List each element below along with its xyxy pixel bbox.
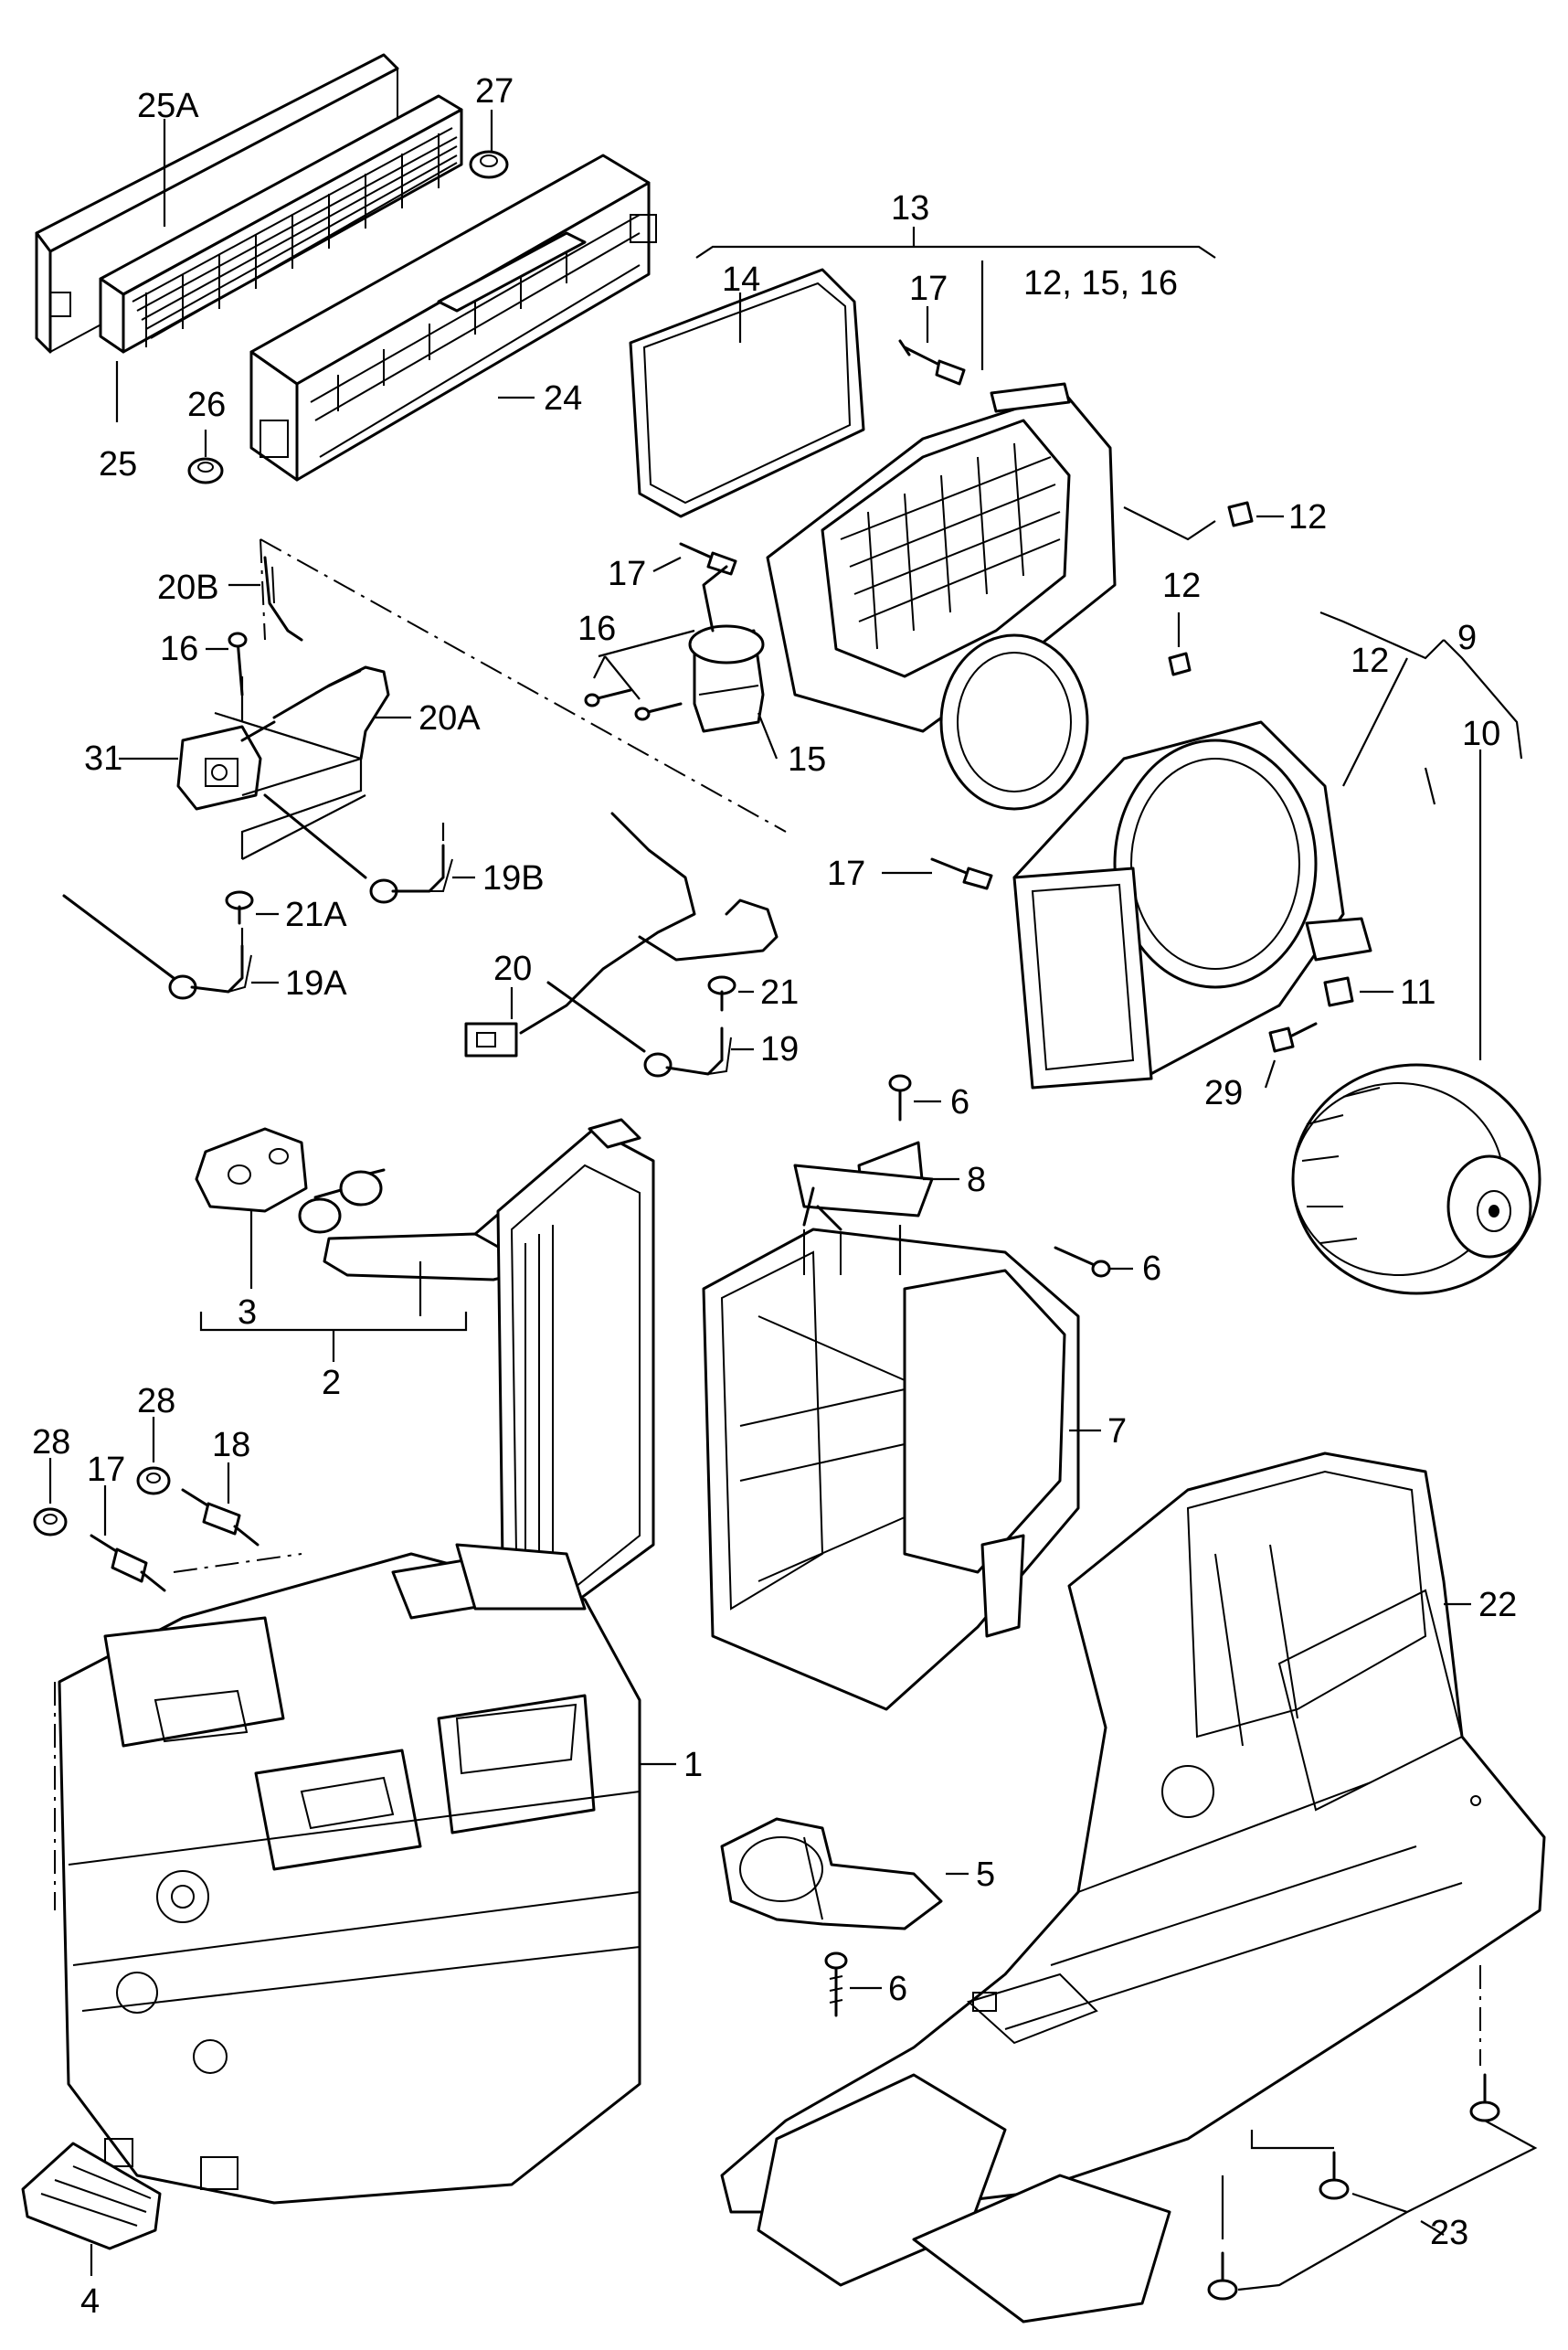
callout-17-c: 17	[827, 855, 865, 893]
callout-1: 1	[683, 1746, 703, 1784]
screw-17-lower	[90, 1534, 166, 1592]
callout-9: 9	[1457, 619, 1477, 657]
callout-12-c: 12	[1351, 642, 1389, 680]
sensor-20A	[272, 665, 390, 760]
callout-25A: 25A	[137, 87, 199, 125]
callout-14: 14	[722, 261, 760, 299]
seal-3	[195, 1127, 308, 1213]
callout-19: 19	[760, 1030, 799, 1069]
blower-motor-10	[1291, 1063, 1542, 1295]
callout-19A: 19A	[285, 964, 347, 1003]
sensor-19B	[263, 793, 453, 904]
callout-15: 15	[788, 740, 826, 779]
callout-6-bottom: 6	[888, 1970, 907, 2008]
callout-6-top: 6	[950, 1083, 969, 1122]
callout-19B: 19B	[482, 859, 545, 898]
callout-29: 29	[1204, 1074, 1243, 1112]
screw-23-mid	[1319, 2151, 1350, 2200]
screw-16-b	[634, 702, 683, 721]
nut-26	[187, 457, 224, 484]
floor-air-duct-22	[720, 1451, 1546, 2323]
evaporator-housing	[766, 382, 1117, 811]
callout-18: 18	[212, 1426, 250, 1464]
heater-core-radiator	[496, 1118, 655, 1611]
callout-24: 24	[544, 379, 582, 418]
nut-28-left	[33, 1507, 68, 1537]
screw-18	[181, 1488, 260, 1547]
callout-12-b: 12	[1162, 567, 1201, 605]
sensor-19	[546, 981, 732, 1078]
grommet-21	[707, 975, 736, 1012]
nut-27	[469, 150, 509, 179]
callout-12-15-16: 12, 15, 16	[1023, 264, 1178, 303]
flap-8	[793, 1141, 934, 1231]
screw-23-left	[1207, 2251, 1238, 2301]
callout-28-right: 28	[137, 1382, 175, 1420]
sensor-19A	[62, 894, 252, 1000]
callout-3: 3	[238, 1293, 257, 1332]
callout-25: 25	[99, 445, 137, 484]
callout-31: 31	[84, 739, 122, 778]
callout-6-right: 6	[1142, 1249, 1161, 1288]
vent-4	[21, 2142, 162, 2250]
callout-17-b: 17	[608, 555, 646, 593]
clip-12-mid	[1168, 652, 1192, 676]
callout-2: 2	[322, 1364, 341, 1402]
screw-16-a	[584, 688, 632, 707]
actuator-15	[688, 565, 765, 733]
screw-23-right	[1469, 2073, 1500, 2122]
callout-21: 21	[760, 973, 799, 1012]
callout-20A: 20A	[418, 699, 481, 738]
callout-17-d: 17	[87, 1451, 125, 1489]
callout-11: 11	[1400, 973, 1436, 1012]
screw-29	[1268, 1022, 1318, 1053]
callout-5: 5	[976, 1856, 995, 1894]
screw-17-right	[930, 857, 993, 890]
screw-6-top	[888, 1074, 912, 1122]
callout-21A: 21A	[285, 896, 347, 934]
callout-4: 4	[80, 2282, 100, 2321]
callout-17-top: 17	[909, 270, 948, 308]
callout-27: 27	[475, 72, 514, 111]
callout-12-a: 12	[1288, 498, 1327, 537]
callout-26: 26	[187, 386, 226, 424]
callout-7: 7	[1107, 1412, 1127, 1451]
callout-20: 20	[493, 950, 532, 988]
actuator-motor-31	[176, 720, 276, 811]
callout-13: 13	[891, 189, 929, 228]
callout-20B: 20B	[157, 569, 219, 607]
filter-housing-24	[249, 154, 657, 482]
callout-labels: 25A 27 13 14 17 12, 15, 16 26 24 25 12 2…	[32, 72, 1517, 2321]
heater-housing-1	[58, 1543, 641, 2205]
callout-28-left: 28	[32, 1423, 70, 1462]
distribution-housing-7	[702, 1228, 1080, 1711]
callout-23: 23	[1430, 2214, 1468, 2252]
screw-6-bottom	[824, 1951, 848, 2017]
clip-12-top	[1227, 501, 1254, 527]
blower-housing-9	[1012, 720, 1372, 1090]
callout-8: 8	[967, 1161, 986, 1199]
screw-16-left	[228, 632, 248, 696]
screw-17-top	[898, 339, 966, 386]
callout-22: 22	[1478, 1586, 1517, 1624]
sensor-20B	[263, 556, 303, 642]
pollen-filter-element-25	[99, 94, 463, 354]
callout-10: 10	[1462, 715, 1500, 753]
callout-16-a: 16	[160, 630, 198, 668]
clip-11	[1323, 976, 1354, 1007]
callout-16-b: 16	[577, 610, 616, 648]
screw-17-mid	[679, 542, 737, 576]
nut-28-right	[136, 1466, 171, 1495]
wiring-harness-20	[464, 812, 779, 1058]
grommet-21A	[225, 890, 254, 925]
screw-6-right	[1054, 1246, 1111, 1278]
seal-14	[629, 268, 865, 518]
air-duct-5	[720, 1817, 943, 1930]
